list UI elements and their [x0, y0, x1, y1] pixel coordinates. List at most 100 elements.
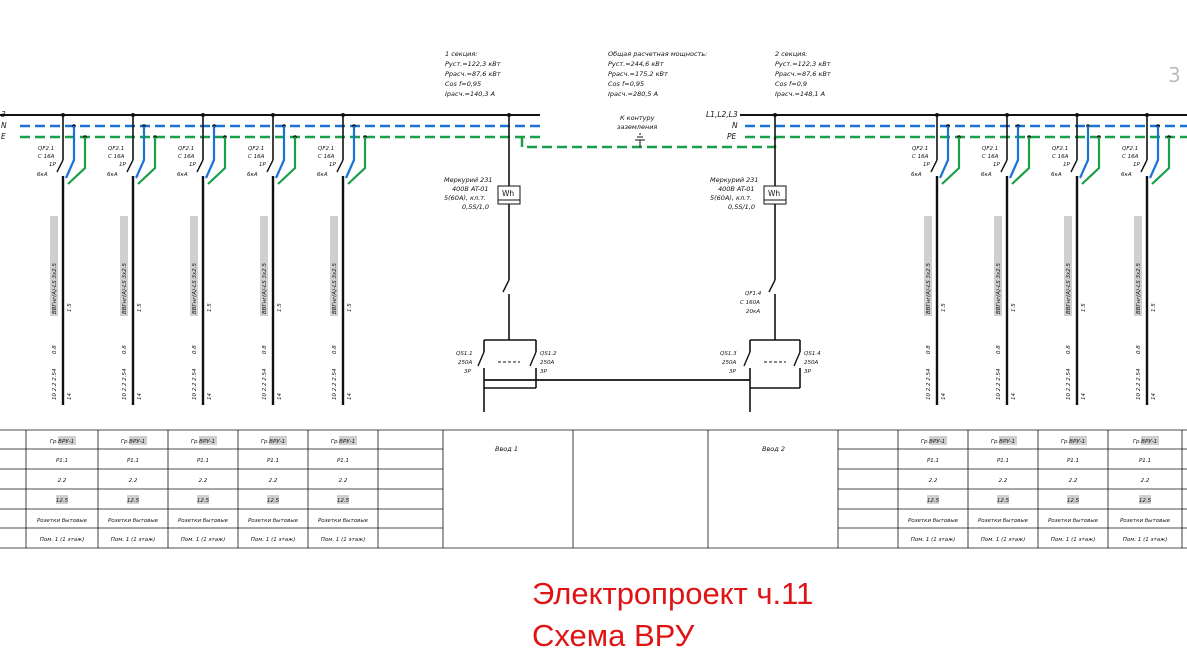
highlight: [1067, 495, 1079, 504]
highlight: [1069, 436, 1087, 445]
qs-label: 3P: [540, 369, 547, 375]
highlight: [127, 495, 139, 504]
qf-label: QF2.1: [1052, 146, 1068, 152]
qf-label: 1P: [49, 162, 56, 168]
meter-symbol: Wh: [502, 189, 514, 198]
qs-label: QS1.4: [804, 351, 821, 357]
table-cell: Розетки бытовые: [318, 518, 369, 524]
bus-label-n-right: N: [732, 121, 738, 130]
table-cell: Пом. 1 (1 этаж): [111, 537, 155, 543]
cable-section: 1.5: [347, 303, 353, 312]
table-cell: Гр.ВРУ-1: [1133, 439, 1157, 445]
neutral-conductor: [134, 126, 146, 179]
cable-type: ВВГнг(А)-LS 3х2.5: [1136, 263, 1142, 314]
cable-length: 0.8: [1066, 345, 1072, 354]
highlight: [129, 436, 147, 445]
breaker-contact: [196, 159, 204, 173]
table-cell: Пом. 1 (1 этаж): [321, 537, 365, 543]
table-cell: Розетки бытовые: [178, 518, 229, 524]
section2-line: Ррасч.=87,6 кВт: [775, 70, 831, 78]
cable-count: 14: [941, 393, 947, 400]
table-cell: Пом. 1 (1 этаж): [1051, 537, 1095, 543]
qf-label: C 16A: [912, 154, 929, 160]
pe-conductor: [277, 137, 297, 185]
table-cell: Гр.ВРУ-1: [261, 439, 285, 445]
neutral-conductor: [64, 126, 76, 179]
pe-conductor: [67, 137, 87, 185]
table-cell: 12.5: [997, 498, 1010, 504]
qf-label: 1P: [923, 162, 930, 168]
qf-label: 6кА: [177, 172, 188, 178]
highlight: [260, 216, 268, 316]
cable-count: 14: [207, 393, 213, 400]
qf-label: QF2.1: [108, 146, 124, 152]
qf-label: 1P: [189, 162, 196, 168]
cable-length: 0.8: [52, 345, 58, 354]
breaker-contact: [1070, 159, 1078, 173]
qf-main-label: C 160A: [740, 300, 760, 306]
highlight: [337, 495, 349, 504]
bus-label-pe-right: PE: [727, 132, 737, 141]
table-cell: 2.2: [1141, 478, 1150, 484]
qf-label: C 16A: [178, 154, 195, 160]
qf-label: 6кА: [981, 172, 992, 178]
breaker-contact: [266, 159, 274, 173]
table-cell: 2.2: [269, 478, 278, 484]
section1-line: 1 секция:: [445, 50, 477, 58]
table-cell: Пом. 1 (1 этаж): [181, 537, 225, 543]
cable-length: 0.8: [122, 345, 128, 354]
qf-label: 1P: [119, 162, 126, 168]
cable-count: 14: [67, 393, 73, 400]
bus-label-n: N: [1, 121, 7, 130]
ground-line: заземления: [617, 123, 657, 131]
cable-length: 0.8: [1136, 345, 1142, 354]
cable-length: 0.8: [332, 345, 338, 354]
table-cell: 2.2: [339, 478, 348, 484]
cable-length: 0.8: [926, 345, 932, 354]
neutral-conductor: [274, 126, 286, 179]
total-line: Ррасч.=175,2 кВт: [608, 70, 668, 78]
cable-annotation: 141.5: [277, 303, 283, 400]
qf-label: 6кА: [911, 172, 922, 178]
qf-label: C 16A: [248, 154, 265, 160]
table-cell: Пом. 1 (1 этаж): [981, 537, 1025, 543]
qs-label: 3P: [804, 369, 811, 375]
qf-label: C 16A: [38, 154, 55, 160]
qs-label: 3P: [729, 369, 736, 375]
total-line: Руст.=244,6 кВт: [608, 60, 664, 68]
qf-label: C 16A: [108, 154, 125, 160]
qf-main-label: 20кА: [746, 309, 760, 315]
table-cell: Розетки бытовые: [1120, 518, 1171, 524]
table-cell: P1.1: [197, 458, 209, 464]
meter-line: Меркурий 231: [444, 176, 493, 184]
meter-line: Меркурий 231: [710, 176, 759, 184]
cable-params: 10 2.2 2.54: [1066, 368, 1072, 400]
cable-annotation: 141.5: [207, 303, 213, 400]
cable-count: 14: [1011, 393, 1017, 400]
cable-params: 10 2.2 2.54: [996, 368, 1002, 400]
cable-section: 1.5: [67, 303, 73, 312]
qs-label: QS1.2: [540, 351, 557, 357]
qf-main-label: QF1.4: [745, 291, 762, 297]
highlight: [56, 495, 68, 504]
table-cell: 2.2: [199, 478, 208, 484]
table-cell: 12.5: [927, 498, 940, 504]
main-breaker-labels: QF1.4 C 160A 20кА: [740, 291, 762, 315]
cable-type: ВВГнг(А)-LS 3х2.5: [192, 263, 198, 314]
right-bus: [740, 114, 1187, 139]
meter-line: 0,5S/1,0: [462, 203, 489, 211]
neutral-conductor: [938, 126, 950, 179]
cable-type: ВВГнг(А)-LS 3х2.5: [996, 263, 1002, 314]
qf-label: 6кА: [107, 172, 118, 178]
table-cell: Гр.ВРУ-1: [1061, 439, 1085, 445]
table-cell: 2.2: [1069, 478, 1078, 484]
